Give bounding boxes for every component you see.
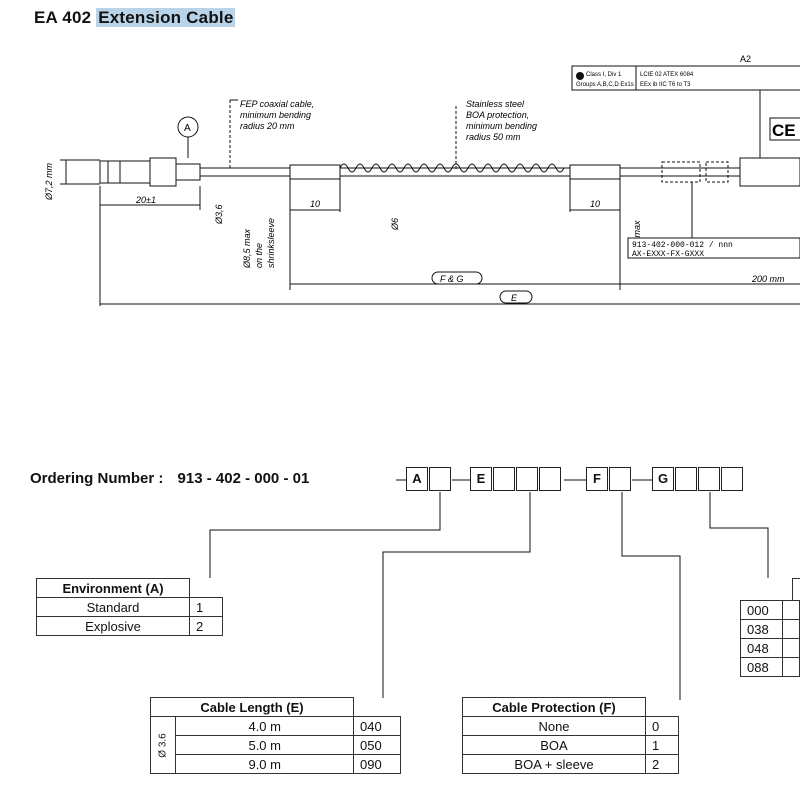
connector-sleeve [175,163,201,181]
environment-name-standard: Standard [36,597,190,617]
connector-nut [149,157,177,187]
ce-mark-icon: CE [772,121,796,140]
environment-name-explosive: Explosive [36,616,190,636]
dim-6: Ø6 [390,218,400,231]
part-label-1: 913-402-000-012 / nnn [632,241,733,250]
cable-length-code-9: 090 [353,754,401,774]
cable-length-code-4: 040 [353,716,401,736]
dim-10-left: 10 [310,199,320,209]
e-label: E [511,293,518,303]
cable-protection-code-sleeve: 2 [645,754,679,774]
g-code-038: 038 [739,619,784,639]
g-table-header-edge [792,578,800,601]
code-box-e3 [516,467,538,491]
part-label-2: AX-EXXX-FX-GXXX [632,250,704,259]
cable-protection-name-boa: BOA [462,735,646,755]
shrinksleeve-right [569,164,621,180]
code-box-a: A [406,467,428,491]
cable-protection-code-boa: 1 [645,735,679,755]
boa-coil [339,163,565,173]
boa-note-2: BOA protection, [466,110,529,120]
dim-85-sub2: shrinksleeve [266,218,276,268]
dim-85: Ø8,5 max [242,228,252,269]
shrinksleeve-left [289,164,341,180]
dim-200: 200 mm [751,274,785,284]
cert-line-3: Groups A,B,C,D Ex1s [576,82,634,88]
e-badge [499,290,533,304]
code-box-e2 [493,467,515,491]
fg-label: F & G [440,274,463,284]
page-title: EA 402 Extension Cable [34,8,236,28]
cable-length-name-9: 9.0 m [175,754,354,774]
code-box-g3 [698,467,720,491]
code-box-g4 [721,467,743,491]
right-fitting-2 [705,161,729,183]
title-highlight: Extension Cable [96,8,236,27]
environment-header: Environment (A) [36,578,190,598]
cable-length-code-5: 050 [353,735,401,755]
fep-note-2: minimum bending [240,110,311,120]
code-box-g: G [652,467,674,491]
g-code-000: 000 [739,600,784,620]
dim-36: Ø3,6 [214,204,224,225]
g-code-088: 088 [739,657,784,677]
dim-7mm: Ø7,2 mm [44,162,54,201]
fep-note-3: radius 20 mm [240,121,295,131]
dim-10-right: 10 [590,199,600,209]
right-connector [739,157,800,187]
cable-diameter: Ø 3.6 [157,732,169,758]
code-box-a2 [429,467,451,491]
dim-7-right: Ø7 max [632,220,642,253]
part-label-box [627,237,800,259]
fg-badge [431,271,483,285]
title-prefix: EA 402 [34,8,92,27]
boa-note-4: radius 50 mm [466,132,521,142]
code-box-e4 [539,467,561,491]
g-code-table: 000 038 048 088 [739,600,800,677]
cable-length-name-5: 5.0 m [175,735,354,755]
ordering-label: Ordering Number : [30,470,164,487]
dim-85-sub: on the [254,243,264,268]
cable-protection-header: Cable Protection (F) [462,697,646,717]
boa-note-1: Stainless steel [466,99,525,109]
technical-drawing: A2 Class I, Div 1 LCIE 02 ATEX 6084 Grou… [44,54,800,306]
cert-line-1: Class I, Div 1 [586,72,622,78]
code-box-f2 [609,467,631,491]
ce-mark-box [769,117,800,141]
cable-protection-name-sleeve: BOA + sleeve [462,754,646,774]
marker-a-label: A [184,123,191,134]
g-code-048: 048 [739,638,784,658]
ordering-base: 913 - 402 - 000 - 01 [177,470,310,487]
code-box-f: F [586,467,608,491]
cable-length-name-4: 4.0 m [175,716,354,736]
boa-note-3: minimum bending [466,121,537,131]
environment-code-explosive: 2 [189,616,223,636]
fep-note-1: FEP coaxial cable, [240,99,314,109]
code-box-e: E [470,467,492,491]
dim-20: 20±1 [135,195,156,205]
cert-box [571,65,800,91]
right-fitting-1 [661,161,701,183]
cert-line-2: LCIE 02 ATEX 6084 [640,72,694,78]
environment-code-standard: 1 [189,597,223,617]
cable-protection-code-none: 0 [645,716,679,736]
cert-line-4: EEx ib IIC T6 to T3 [640,82,691,88]
ordering-number: Ordering Number : 913 - 402 - 000 - 01 [30,470,309,487]
cable-length-header: Cable Length (E) [150,697,354,717]
code-box-g2 [675,467,697,491]
cert-logo-icon [576,72,584,80]
cable-protection-name-none: None [462,716,646,736]
label-a2: A2 [740,54,751,64]
